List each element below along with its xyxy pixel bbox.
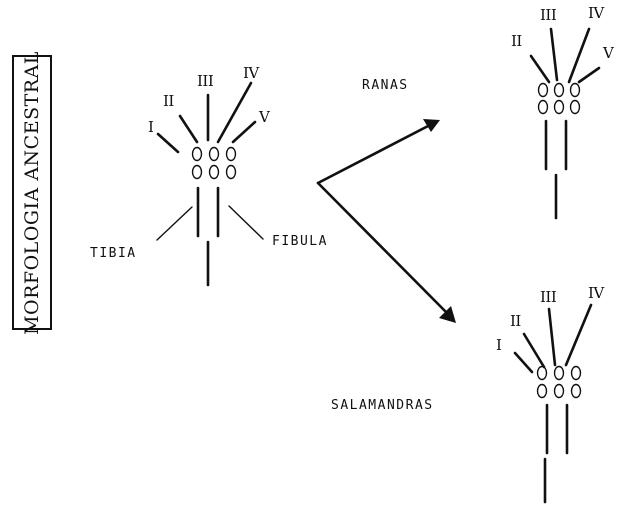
- ancestral-digit-II-line: [178, 114, 199, 144]
- salamander-digit-I: I: [496, 336, 502, 354]
- arrow-to-frogs-head: [423, 119, 440, 132]
- divergence-arrows: [316, 119, 456, 323]
- salamander-limb: [513, 303, 593, 504]
- salamander-tarsals: [536, 365, 582, 399]
- frog-digit-V: V: [603, 44, 614, 62]
- ancestral-tarsals: [191, 146, 237, 180]
- fibula-label: FIBULA: [272, 234, 328, 249]
- arrow-to-salamanders: [316, 181, 449, 315]
- salamander-digit-III-line: [547, 307, 557, 367]
- tibia-label: TIBIA: [90, 246, 137, 261]
- ancestral-digit-V: V: [259, 108, 270, 126]
- arrow-to-frogs: [316, 123, 432, 185]
- arrow-to-salamanders-head: [439, 306, 456, 323]
- ancestral-digit-I-line: [156, 132, 180, 154]
- salamanders-label: SALAMANDRAS: [331, 398, 434, 413]
- salamander-digit-II-line: [522, 332, 546, 369]
- ancestral-digit-III: III: [197, 72, 214, 90]
- frog-digit-IV: IV: [588, 4, 604, 22]
- salamander-digit-I-line: [513, 351, 534, 374]
- fibula-pointer: [228, 205, 264, 240]
- frog-digit-V-line: [577, 66, 601, 84]
- frog-tarsals: [537, 82, 581, 115]
- ancestral-digit-V-line: [231, 120, 257, 144]
- salamander-digit-III: III: [540, 288, 557, 306]
- frog-digit-II: II: [511, 32, 522, 50]
- frog-digit-II-line: [529, 54, 551, 84]
- ancestral-digit-I: I: [148, 118, 154, 136]
- ancestral-digit-II: II: [163, 92, 174, 110]
- ancestral-limb: [156, 81, 264, 287]
- title-box: MORFOLOGIA ANCESTRAL: [12, 51, 52, 334]
- frogs-label: RANAS: [362, 78, 409, 93]
- frog-digit-III-line: [549, 27, 559, 82]
- salamander-digit-II: II: [510, 312, 521, 330]
- frog-digit-III: III: [540, 6, 557, 24]
- frog-limb: [529, 27, 601, 220]
- ancestral-digit-IV: IV: [243, 64, 259, 82]
- salamander-digit-IV: IV: [588, 284, 604, 302]
- ancestral-digit-IV-line: [216, 81, 253, 144]
- frog-digit-IV-line: [567, 27, 591, 84]
- salamander-digit-IV-line: [564, 303, 593, 367]
- tibia-pointer: [156, 206, 193, 241]
